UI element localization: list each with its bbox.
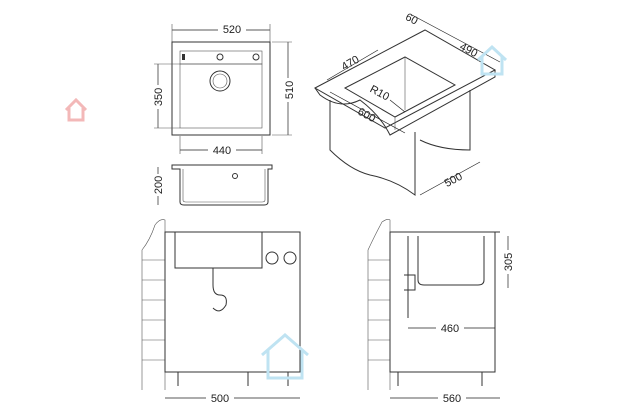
isometric-view: 60 490 470 R10 600 500 [313, 11, 501, 196]
dim-500-iso: 500 [443, 171, 465, 190]
dim-305: 305 [503, 253, 515, 271]
top-view: 520 510 350 440 [152, 22, 296, 157]
side-elevation: 305 460 560 [367, 219, 515, 405]
dim-520: 520 [223, 24, 241, 36]
house-watermark-icon [476, 44, 508, 76]
dim-560: 560 [443, 393, 461, 405]
dim-460: 460 [441, 323, 459, 335]
dim-510: 510 [284, 81, 296, 99]
dim-470: 470 [340, 54, 362, 74]
dim-440: 440 [213, 145, 231, 157]
house-watermark-icon [64, 97, 88, 122]
dim-60: 60 [403, 11, 419, 27]
dim-200: 200 [153, 176, 165, 194]
house-watermark-icon [261, 333, 309, 380]
dim-350: 350 [153, 88, 165, 106]
dim-r10: R10 [368, 83, 391, 103]
front-elevation: 500 [141, 219, 301, 405]
section-view: 200 [152, 164, 273, 206]
dim-490: 490 [457, 41, 479, 60]
dim-500-front: 500 [211, 393, 229, 405]
